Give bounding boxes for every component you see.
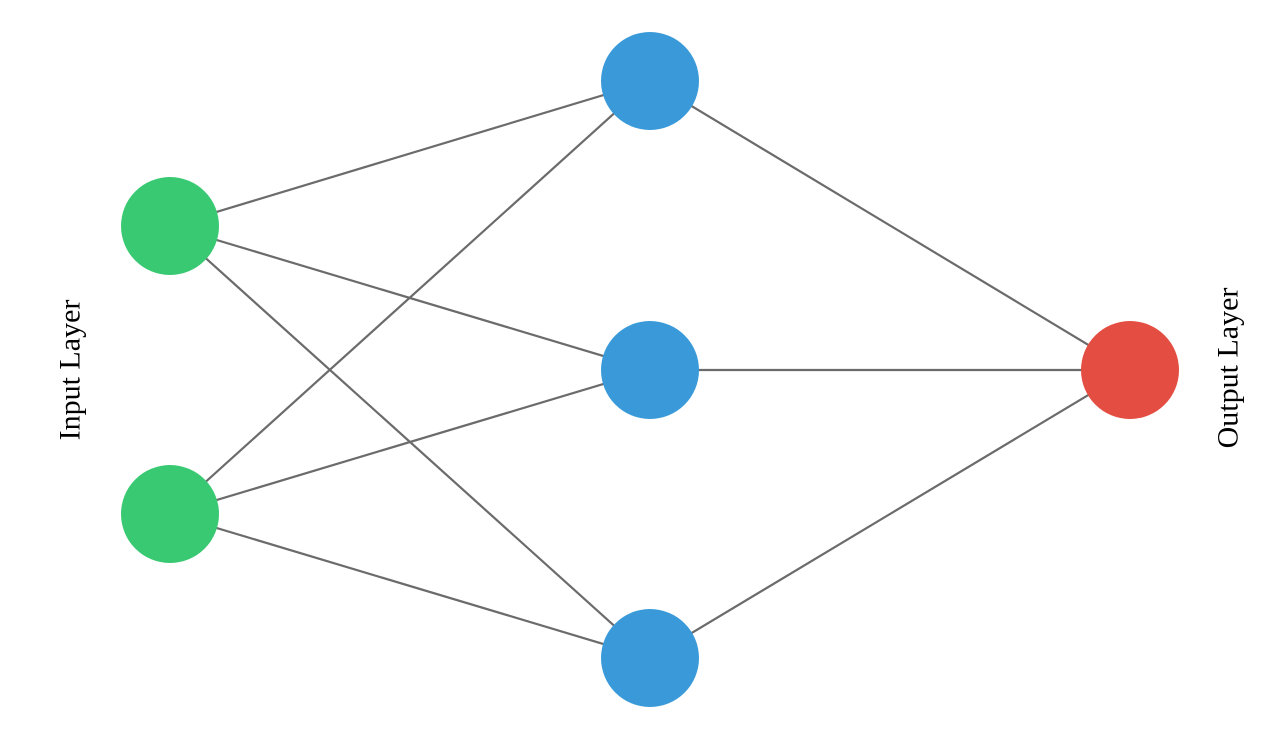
edge-input-1-to-hidden-1 [169,79,651,228]
edge-input-2-to-hidden-2 [169,368,651,516]
hidden-node-2 [601,321,699,419]
hidden-node-3 [601,609,699,707]
connections [169,79,1131,660]
hidden-node-1 [601,32,699,130]
input-node-1 [121,177,219,275]
neurons [121,32,1179,707]
edge-input-2-to-hidden-3 [169,512,651,660]
edge-hidden-1-to-output-1 [649,80,1131,371]
input-layer-label: Input Layer [54,300,87,441]
output-layer-label: Output Layer [1212,288,1245,449]
edge-input-2-to-hidden-1 [169,80,651,515]
output-node-1 [1081,321,1179,419]
input-node-2 [121,465,219,563]
edge-hidden-3-to-output-1 [649,369,1131,659]
